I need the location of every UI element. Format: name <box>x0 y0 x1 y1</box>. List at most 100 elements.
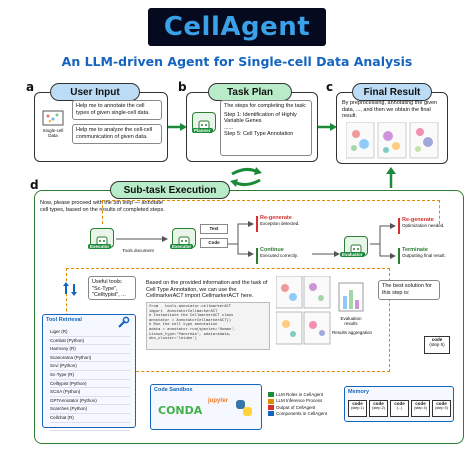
tool-item: Scvi (Python) <box>50 362 130 371</box>
best-solution-step: (step 5) <box>429 342 445 348</box>
panel-c-letter: c <box>326 80 334 94</box>
tools-document-label: Tools document <box>122 248 154 253</box>
task-plan-ellipsis: ...... <box>224 124 234 131</box>
executor-2-tag: Executor <box>170 244 194 249</box>
tool-item: Harmony (R) <box>50 345 130 354</box>
arrow-evaluator-branch <box>370 223 396 259</box>
regenerate-1-box: Re-generate Exception detected. <box>256 215 312 232</box>
terminate-box: Terminate Outputting final result. <box>398 247 460 264</box>
code-output-box <box>200 238 228 248</box>
regenerate-1-title: Re-generate <box>260 215 292 221</box>
user-message-1: Help me to annotate the cell types of gi… <box>72 100 162 120</box>
evaluator-tag: Evaluator <box>340 252 365 257</box>
tool-item: Celltypist (Python) <box>50 380 130 389</box>
memory-cell-code: code <box>373 401 384 406</box>
memory-cells: code(step 1)code(step 2)code(...)code(st… <box>348 400 451 417</box>
arrow-up-to-result <box>386 167 396 188</box>
memory-cell: code(step 4) <box>411 400 430 417</box>
app-title: CellAgent <box>163 12 311 42</box>
tool-item: Scanorama (Python) <box>50 354 130 363</box>
evaluation-results-label: Evaluation results <box>340 316 362 327</box>
code-explanation: Based on the provided information and th… <box>146 280 268 300</box>
legend-swatch <box>268 411 274 417</box>
arrow-code-to-regen <box>228 221 254 257</box>
text-output-label: Text <box>209 226 219 231</box>
jupyter-logo: jupyter <box>208 398 229 404</box>
arrow-a-to-b <box>168 123 187 131</box>
memory-cell: code(...) <box>390 400 409 417</box>
tool-retrieval-panel <box>42 314 136 428</box>
swap-arrows-icon <box>63 282 77 296</box>
memory-cell: code(step 2) <box>369 400 388 417</box>
best-solution-code-card: code (step 5) <box>424 336 450 354</box>
task-plan-intro: The steps for completing the task: <box>224 103 307 109</box>
subtask-execution-title: Sub-task Execution <box>110 181 230 199</box>
regenerate-2-text: Optimization needed. <box>402 223 445 229</box>
memory-cell-step: (step 5) <box>435 406 448 411</box>
useful-tools-bubble: Useful tools: "Sc-Type", "Celltypist", .… <box>88 276 136 300</box>
task-plan-step1: Step 1: Identification of Highly Variabl… <box>224 111 297 125</box>
best-solution-code: code <box>431 337 443 342</box>
planner-tag: Planner <box>192 128 213 133</box>
memory-cell-code: code <box>436 401 447 406</box>
subtitle: An LLM-driven Agent for Single-cell Data… <box>61 54 413 69</box>
best-solution-bubble: The best solution for this step is: <box>378 280 440 300</box>
tool-item: Combat (Python) <box>50 337 130 346</box>
code-line: import AnnotatorCellmarkerACT <box>149 309 218 314</box>
annotation-umap-plots <box>275 275 332 346</box>
tool-item: SCSA (Python) <box>50 388 130 397</box>
memory-cell-step: (step 1) <box>351 406 364 411</box>
code-line: from tools.annotator.cellmarkerACT <box>149 305 232 309</box>
results-aggregation-label: Results aggregation <box>331 330 373 335</box>
user-input-title: User Input <box>50 83 140 101</box>
code-line: annotator = AnnotatorCellmarkerACT() <box>149 318 232 323</box>
legend-label: LLM Roles in CellAgent <box>276 392 324 397</box>
memory-cell-step: (step 4) <box>414 406 427 411</box>
panel-b-letter: b <box>178 80 187 94</box>
legend-item: Components in CellAgent <box>268 411 342 417</box>
evaluator-icon <box>344 236 368 256</box>
tool-retrieval-list: Liger (R)Combat (Python)Harmony (R)Scano… <box>50 328 130 432</box>
code-line: tissue_type='Pancreas', adata=adata, <box>149 332 232 337</box>
panel-d-letter: d <box>30 178 39 192</box>
refresh-cycle-icon <box>230 167 262 187</box>
arrow-continue-to-evaluator <box>312 251 340 257</box>
executor-1-tag: Executor <box>88 244 112 249</box>
memory-cell: code(step 1) <box>348 400 367 417</box>
text-output-box <box>200 224 228 234</box>
code-line: adata = annotator.run(species='Human', <box>149 327 236 332</box>
single-cell-data-icon <box>42 110 64 126</box>
code-line: obs_cluster='leiden') <box>149 337 197 342</box>
code-output-label: Code <box>208 240 220 245</box>
regenerate-2-title: Re-generate <box>402 217 434 223</box>
legend-label: Output of CellAgent <box>276 404 316 410</box>
legend-label: Components in CellAgent <box>276 411 328 417</box>
tool-retrieval-title: Tool Retrieval <box>46 317 82 323</box>
terminate-title: Terminate <box>402 247 428 253</box>
python-logo-icon <box>234 398 254 418</box>
task-plan-step5: Step 5: Cell Type Annotation <box>224 131 294 138</box>
tool-item: ...... <box>50 423 130 432</box>
single-cell-data-label: Single-cell Data <box>42 128 64 139</box>
code-sandbox-title: Code Sandbox <box>154 387 193 393</box>
regenerate-2-box: Re-generate Optimization needed. <box>398 217 460 234</box>
continue-text: Executed correctly. <box>260 253 298 259</box>
final-result-text: By preprocessing, annotating the given d… <box>342 100 438 120</box>
conda-logo: CONDA <box>158 404 203 417</box>
arrow-executor-to-executor <box>116 236 168 242</box>
legend-item: LLM Roles in CellAgent <box>268 392 342 398</box>
panel-a-letter: a <box>26 80 35 94</box>
code-line: # Run the cell type annotation <box>149 323 218 328</box>
title-banner: CellAgent <box>148 8 326 46</box>
final-result-umap-plots <box>345 121 440 160</box>
evaluation-bar-chart-icon <box>338 282 364 312</box>
memory-cell-code: code <box>394 401 405 406</box>
wrench-icon <box>118 316 130 328</box>
memory-cell-code: code <box>415 401 426 406</box>
tool-item: Liger (R) <box>50 328 130 337</box>
continue-title: Continue <box>260 247 284 253</box>
memory-cell-step: (...) <box>396 406 403 411</box>
legend-swatch <box>268 405 274 411</box>
